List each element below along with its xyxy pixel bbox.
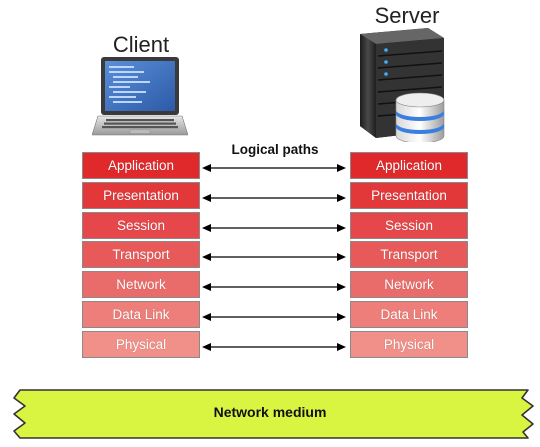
arrow-network xyxy=(202,283,346,291)
client-layer-presentation: Presentation xyxy=(82,182,200,209)
logical-paths-label: Logical paths xyxy=(231,142,319,157)
client-osi-stack: Application Presentation Session Transpo… xyxy=(82,152,200,362)
server-database-icon xyxy=(360,28,445,142)
server-title: Server xyxy=(374,3,440,28)
arrow-session xyxy=(202,224,346,232)
server-layer-network: Network xyxy=(350,271,468,298)
arrow-presentation xyxy=(202,194,346,202)
server-layer-transport: Transport xyxy=(350,241,468,268)
server-layer-data-link: Data Link xyxy=(350,301,468,328)
client-layer-physical: Physical xyxy=(82,331,200,358)
client-layer-data-link: Data Link xyxy=(82,301,200,328)
client-layer-transport: Transport xyxy=(82,241,200,268)
server-layer-presentation: Presentation xyxy=(350,182,468,209)
client-layer-session: Session xyxy=(82,212,200,239)
client-layer-network: Network xyxy=(82,271,200,298)
arrow-physical xyxy=(202,343,346,351)
arrow-application xyxy=(202,164,346,172)
client-title: Client xyxy=(112,32,170,57)
client-layer-application: Application xyxy=(82,152,200,179)
server-layer-application: Application xyxy=(350,152,468,179)
server-layer-session: Session xyxy=(350,212,468,239)
network-medium-band xyxy=(13,389,534,439)
arrow-data-link xyxy=(202,313,346,321)
server-osi-stack: Application Presentation Session Transpo… xyxy=(350,152,468,362)
network-medium-label: Network medium xyxy=(213,404,327,420)
server-layer-physical: Physical xyxy=(350,331,468,358)
laptop-icon xyxy=(92,57,188,136)
arrow-transport xyxy=(202,253,346,261)
